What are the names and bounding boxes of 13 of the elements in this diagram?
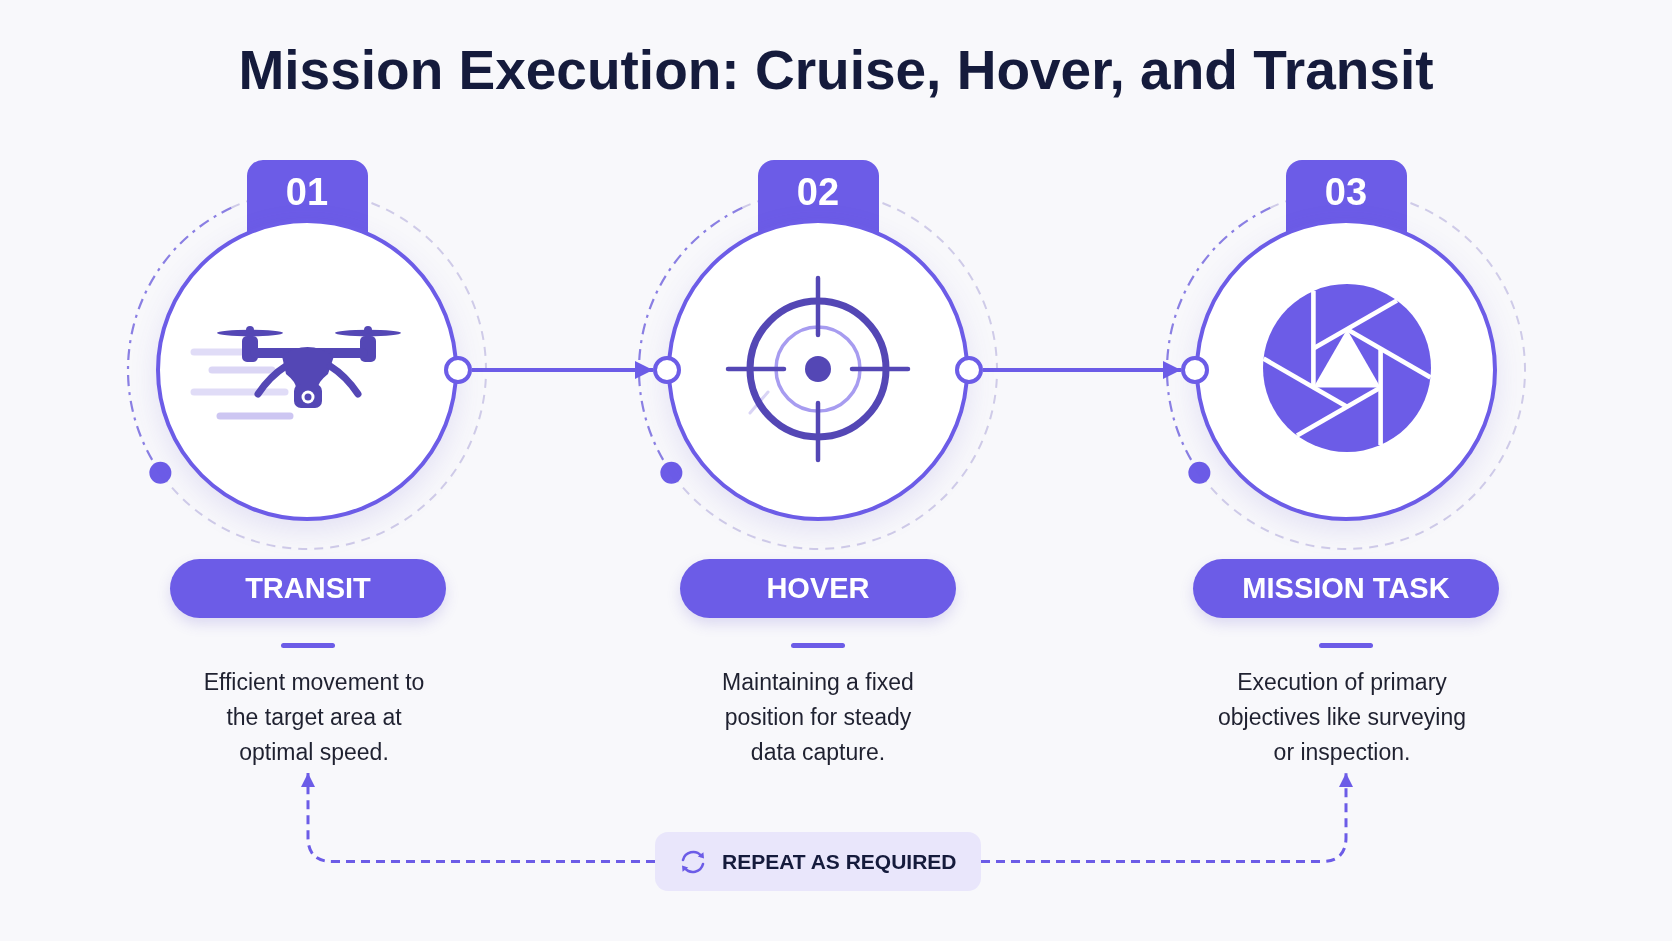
dashed-arrow [301, 773, 655, 863]
step-label-pill: HOVER [680, 559, 956, 618]
step-description: Maintaining a fixed position for steady data capture. [707, 665, 929, 770]
diagram-title: Mission Execution: Cruise, Hover, and Transit [237, 38, 1435, 103]
step-label-pill: MISSION TASK [1193, 559, 1499, 618]
step-label-pill: TRANSIT [170, 559, 446, 618]
dashed-arrow [981, 773, 1353, 863]
repeat-label: REPEAT AS REQUIRED [722, 849, 957, 874]
repeat-badge [655, 832, 981, 891]
step-description: Efficient movement to the target area at optimal speed. [194, 665, 434, 770]
step-description: Execution of primary objectives like surveying or inspection. [1210, 665, 1474, 770]
arrow [983, 361, 1181, 379]
arrow [472, 361, 653, 379]
